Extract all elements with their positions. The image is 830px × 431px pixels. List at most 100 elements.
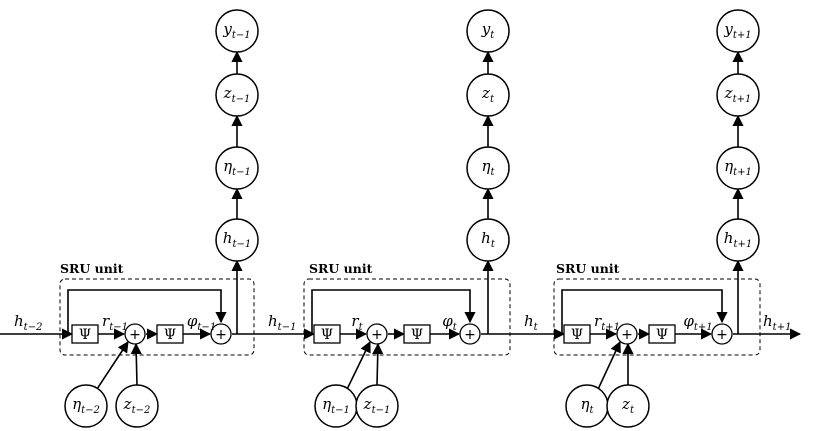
input-h-label-subscript: t xyxy=(534,322,539,333)
plus-operator xyxy=(124,323,146,345)
sum-operator xyxy=(459,323,481,345)
psi-box xyxy=(563,324,591,344)
bottom-eta-node-label-subscript: t−1 xyxy=(331,405,350,416)
z-node-label-subscript: t+1 xyxy=(733,94,752,105)
phi-label-subscript: t−1 xyxy=(197,322,216,333)
psi-box xyxy=(313,324,341,344)
h-node-label: ht−1 xyxy=(223,229,251,250)
h-node-label: ht+1 xyxy=(724,229,752,250)
eta-node-label-base: η xyxy=(223,157,232,175)
z-to-op-edge xyxy=(372,342,384,386)
phi-label-base: φ xyxy=(683,312,694,330)
y-node-label-subscript: t xyxy=(490,30,495,41)
input-h-label-base: h xyxy=(14,312,24,330)
y-node-label: yt xyxy=(481,20,495,41)
sru-unit-label: SRU unit xyxy=(309,261,373,276)
skip-connection-edge xyxy=(311,289,476,334)
sum-operator xyxy=(711,323,733,345)
plus-symbol: + xyxy=(464,327,476,343)
psi-symbol: Ψ xyxy=(411,327,423,343)
r-label: rt xyxy=(351,312,363,333)
phi-label-base: φ xyxy=(442,312,453,330)
z-node-label-subscript: t xyxy=(490,94,495,105)
input-h-label-base: h xyxy=(268,312,278,330)
eta-node-label: ηt−1 xyxy=(223,157,251,178)
bottom-eta-node xyxy=(64,384,108,428)
bottom-eta-node-label-base: η xyxy=(72,395,81,413)
r-label-base: r xyxy=(351,312,359,330)
r-label-subscript: t−1 xyxy=(109,322,128,333)
y-node xyxy=(716,9,760,53)
psi-symbol: Ψ xyxy=(164,327,176,343)
eta-node xyxy=(716,146,760,190)
edges-layer xyxy=(0,50,802,389)
phi-label-subscript: t xyxy=(453,322,458,333)
plus-symbol: + xyxy=(129,327,141,343)
bottom-eta-node-label-base: η xyxy=(580,395,589,413)
psi-box xyxy=(156,324,184,344)
eta-node xyxy=(215,146,259,190)
bottom-z-node-label-base: z xyxy=(621,395,630,413)
z-node xyxy=(716,73,760,117)
eta-to-op-edge xyxy=(346,340,371,389)
psi-symbol: Ψ xyxy=(321,327,333,343)
plus-symbol: + xyxy=(716,327,728,343)
h-node-label-base: h xyxy=(481,229,491,247)
eta-node xyxy=(466,146,510,190)
z-node-label-base: z xyxy=(481,84,490,102)
z-node-label-subscript: t−1 xyxy=(232,94,251,105)
y-node-label-subscript: t−1 xyxy=(232,30,251,41)
h-node-label-subscript: t xyxy=(491,239,496,250)
h-node xyxy=(215,218,259,262)
y-node xyxy=(466,9,510,53)
eta-node-label-base: η xyxy=(724,157,733,175)
z-node-label: zt+1 xyxy=(724,84,752,105)
bottom-eta-node-label-subscript: t xyxy=(589,405,594,416)
z-node xyxy=(215,73,259,117)
eta-node-label-subscript: t+1 xyxy=(733,167,752,178)
shapes-layer xyxy=(59,9,761,428)
phi-label-base: φ xyxy=(187,312,198,330)
bottom-eta-node-label: ηt−1 xyxy=(322,395,350,416)
bottom-eta-node-label-base: η xyxy=(322,395,331,413)
sum-operator xyxy=(210,323,232,345)
r-label-subscript: t xyxy=(359,322,364,333)
h-node-label-base: h xyxy=(223,229,233,247)
eta-node-label: ηt+1 xyxy=(724,157,752,178)
y-node xyxy=(215,9,259,53)
plus-symbol: + xyxy=(215,327,227,343)
y-node-label-base: y xyxy=(723,20,733,38)
input-h-label-subscript: t−1 xyxy=(278,322,297,333)
psi-symbol: Ψ xyxy=(571,327,583,343)
eta-node-label-subscript: t−1 xyxy=(232,167,251,178)
z-node-label-base: z xyxy=(223,84,232,102)
input-h-label-base: h xyxy=(524,312,534,330)
r-label: rt+1 xyxy=(594,312,620,333)
bottom-z-node-label-base: z xyxy=(123,395,132,413)
psi-box xyxy=(648,324,676,344)
bottom-z-node-label: zt xyxy=(621,395,635,416)
eta-node-label-base: η xyxy=(481,157,490,175)
psi-box xyxy=(403,324,431,344)
sru-unit-label: SRU unit xyxy=(60,261,124,276)
phi-label-subscript: t+1 xyxy=(694,322,713,333)
eta-to-op-edge xyxy=(597,340,621,389)
output-h-label-subscript: t+1 xyxy=(773,322,792,333)
psi-box xyxy=(71,324,99,344)
input-h-label: ht−2 xyxy=(14,312,42,333)
h-node-label-subscript: t−1 xyxy=(232,239,251,250)
bottom-eta-node-label-subscript: t−2 xyxy=(81,405,100,416)
z-node xyxy=(466,73,510,117)
sru-unit-label: SRU unit xyxy=(556,261,620,276)
input-h-label: ht xyxy=(524,312,539,333)
z-node-label: zt−1 xyxy=(223,84,251,105)
bottom-z-node-label-subscript: t−1 xyxy=(372,405,391,416)
r-label-base: r xyxy=(102,312,110,330)
bottom-z-node xyxy=(606,384,650,428)
skip-connection-edge xyxy=(561,289,728,334)
h-node-label: ht xyxy=(481,229,496,250)
bottom-eta-node-label: ηt xyxy=(580,395,594,416)
y-node-label: yt+1 xyxy=(723,20,751,41)
input-h-label: ht−1 xyxy=(268,312,296,333)
